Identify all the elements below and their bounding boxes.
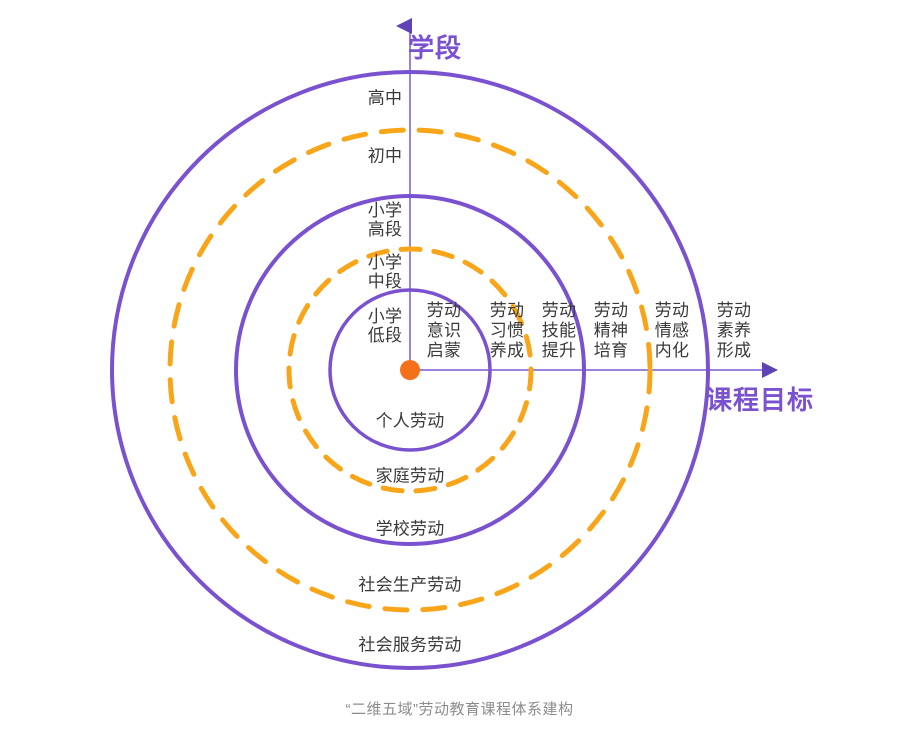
goal-label-labor-habit-formation: 劳动 习惯 养成 — [489, 300, 525, 361]
goal-label-labor-literacy-formation: 劳动 素养 形成 — [716, 300, 752, 361]
ring-4-social-production-labor — [167, 127, 653, 613]
domain-label-personal-labor: 个人劳动 — [375, 411, 445, 431]
stage-label-junior-high: 初中 — [367, 146, 403, 166]
goal-label-labor-awareness-enlightenment: 劳动 意识 启蒙 — [426, 300, 462, 361]
center-origin-dot — [400, 360, 420, 380]
goal-label-labor-skill-improvement: 劳动 技能 提升 — [541, 300, 577, 361]
ring-5-social-service-labor — [110, 70, 710, 670]
ring-1-personal-labor — [328, 288, 492, 452]
domain-label-social-production-labor: 社会生产劳动 — [358, 575, 462, 595]
stage-label-senior-high: 高中 — [367, 88, 403, 108]
goal-label-labor-emotion-internalization: 劳动 情感 内化 — [654, 300, 690, 361]
goal-label-labor-spirit-cultivation: 劳动 精神 培育 — [593, 300, 629, 361]
domain-label-school-labor: 学校劳动 — [375, 519, 445, 539]
domain-label-family-labor: 家庭劳动 — [375, 466, 445, 486]
ring-3-school-labor — [234, 194, 586, 546]
stage-label-primary-upper: 小学 高段 — [367, 200, 403, 239]
stage-label-primary-middle: 小学 中段 — [367, 252, 403, 291]
domain-label-social-service-labor: 社会服务劳动 — [358, 635, 462, 655]
figure-caption: “二维五域”劳动教育课程体系建构 — [345, 701, 574, 718]
stage-label-primary-lower: 小学 低段 — [367, 306, 403, 345]
course-objective-axis-label: 课程目标 — [706, 385, 815, 415]
ring-2-family-labor — [286, 246, 534, 494]
grade-stage-axis-label: 学段 — [408, 33, 463, 63]
